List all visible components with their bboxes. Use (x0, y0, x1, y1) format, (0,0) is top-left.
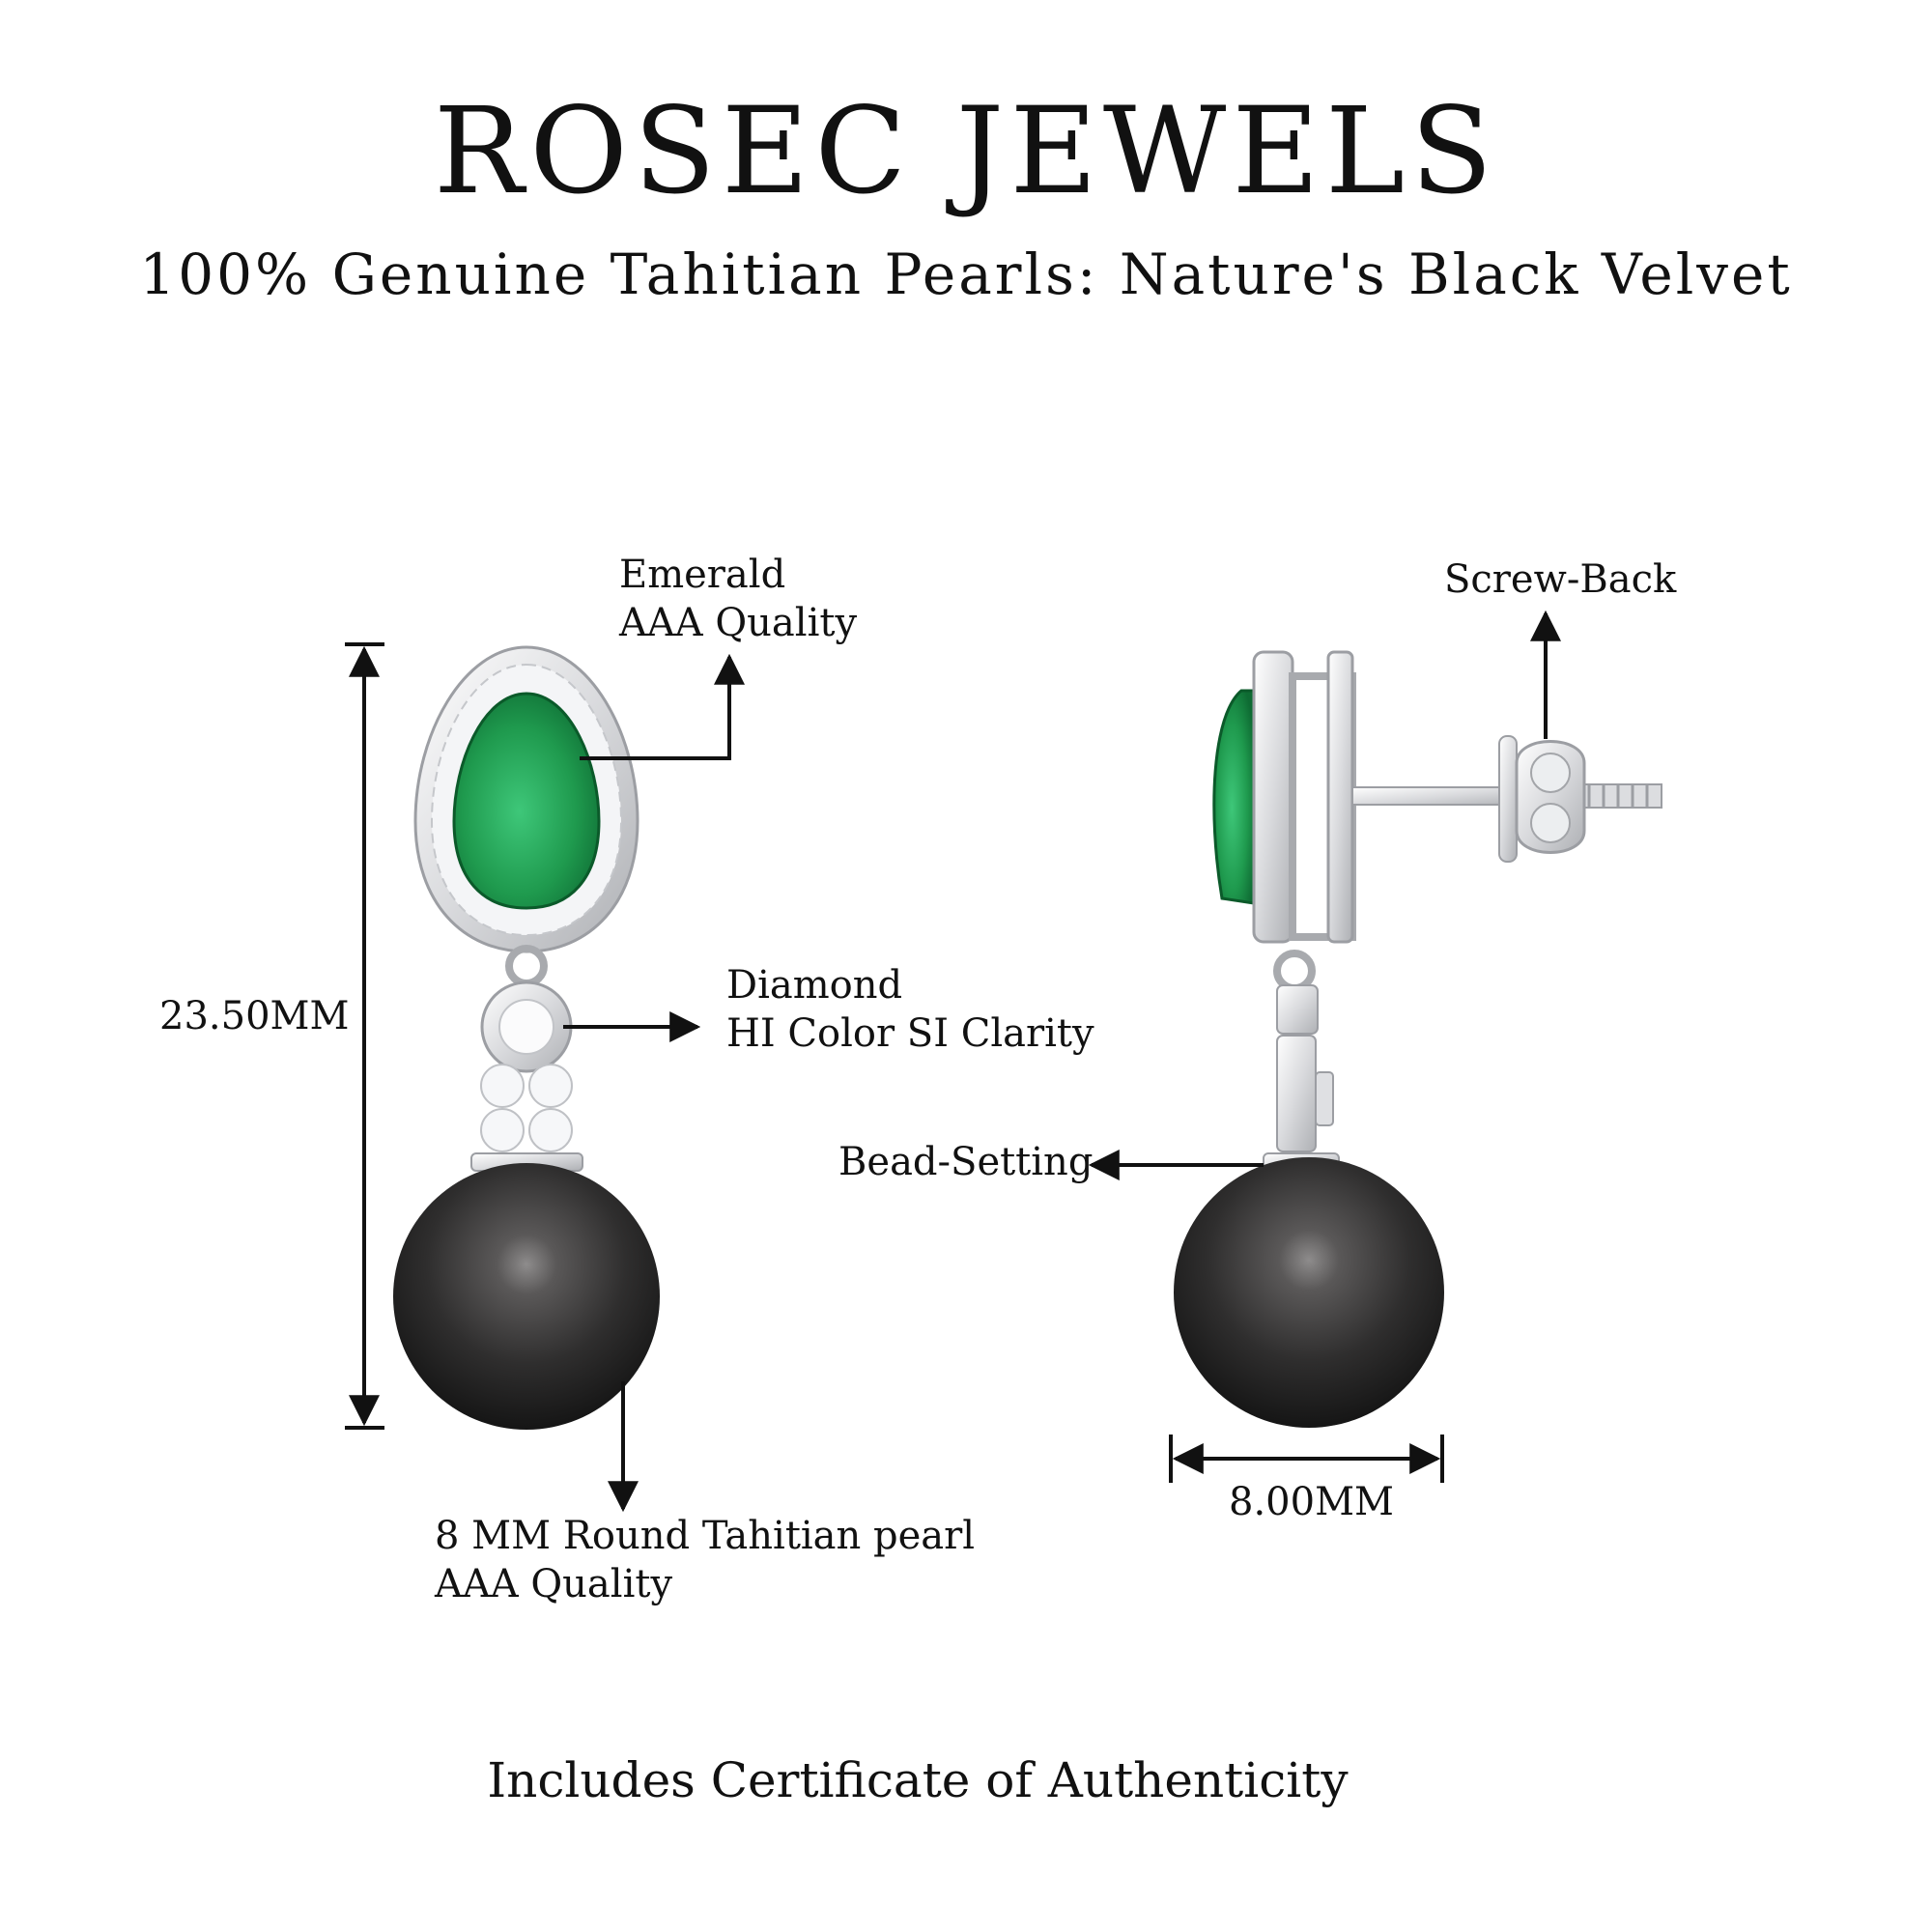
side-screw-back-nut (1498, 735, 1586, 863)
brand-title: ROSEC JEWELS (433, 82, 1499, 221)
front-earring (393, 645, 660, 1430)
diamond-callout-name: Diamond (726, 963, 903, 1008)
pearl-callout: 8 MM Round Tahitian pearl AAA Quality (435, 1512, 975, 1608)
diamond-callout: Diamond HI Color SI Clarity (726, 961, 1094, 1058)
emerald-leader-line (580, 653, 745, 760)
pearl-callout-name: 8 MM Round Tahitian pearl (435, 1514, 976, 1558)
front-diamond-stone (498, 999, 554, 1055)
height-dimension-line (345, 642, 384, 1430)
width-dimension-line (1169, 1435, 1444, 1483)
emerald-callout: Emerald AAA Quality (619, 551, 857, 647)
front-emerald-stone (452, 692, 601, 910)
emerald-callout-name: Emerald (619, 553, 786, 597)
side-halo-setting (1252, 650, 1294, 944)
side-bail (1273, 950, 1316, 992)
certificate-note: Includes Certificate of Authenticity (487, 1752, 1349, 1808)
side-bezel-block (1276, 984, 1319, 1035)
pearl-callout-quality: AAA Quality (435, 1562, 673, 1606)
height-dimension-label: 23.50MM (159, 994, 350, 1038)
front-bail (505, 945, 548, 987)
side-tahitian-pearl (1174, 1157, 1444, 1428)
diamond-callout-quality: HI Color SI Clarity (726, 1011, 1094, 1056)
side-emerald-stone (1212, 689, 1256, 905)
width-dimension-label: 8.00MM (1229, 1480, 1394, 1524)
brand-tagline: 100% Genuine Tahitian Pearls: Nature's B… (139, 242, 1793, 307)
emerald-callout-quality: AAA Quality (619, 601, 858, 645)
front-tahitian-pearl (393, 1163, 660, 1430)
side-gallery-bar (1326, 650, 1354, 944)
side-cluster-block (1276, 1035, 1317, 1152)
bead-setting-label: Bead-Setting (838, 1140, 1094, 1184)
front-diamond-cluster (480, 1064, 573, 1152)
screw-back-label: Screw-Back (1444, 557, 1677, 602)
side-cluster-stone (1315, 1071, 1334, 1126)
side-earring (1174, 650, 1662, 1428)
